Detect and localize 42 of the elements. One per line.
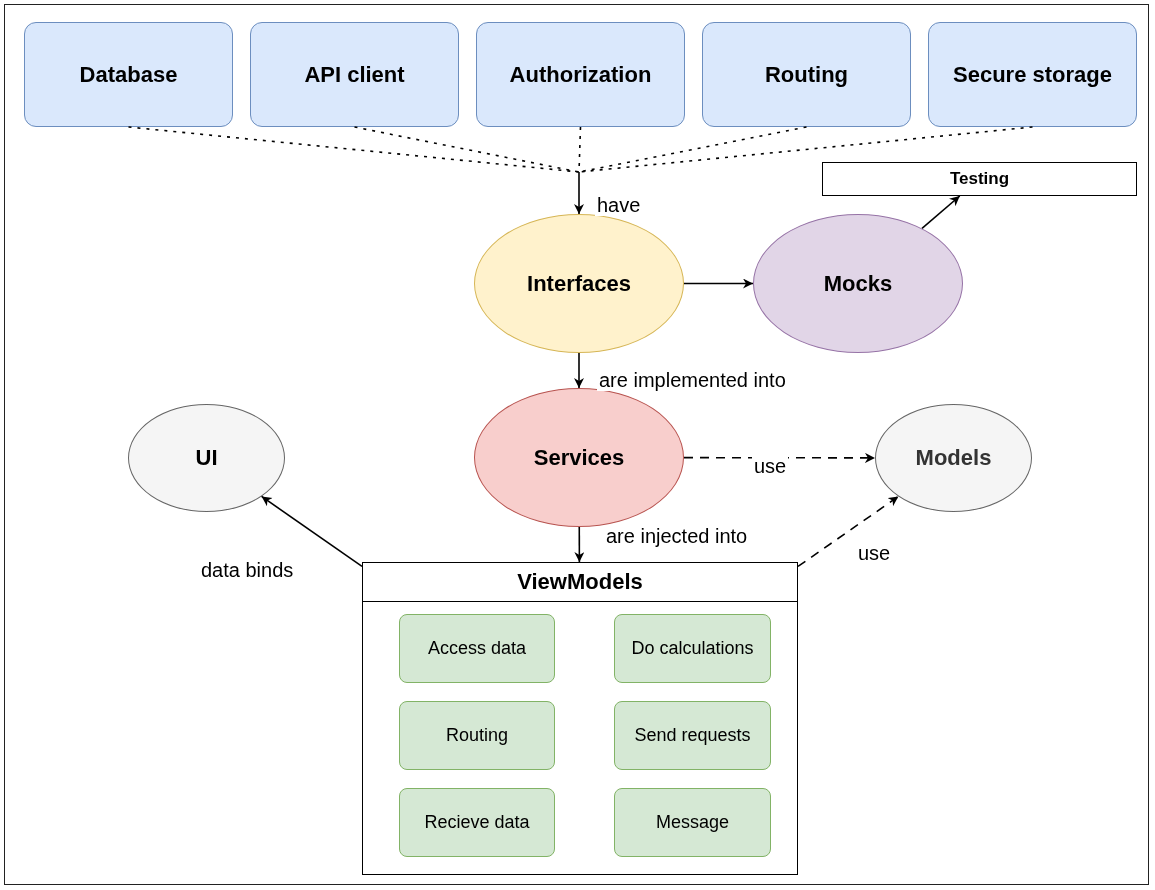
arrow <box>574 526 585 563</box>
task-box <box>614 788 771 857</box>
node-label: Database <box>79 61 178 88</box>
node-label: Models <box>915 445 992 471</box>
component-box <box>928 22 1137 127</box>
edge-label: are injected into <box>604 525 750 547</box>
task-box <box>614 614 771 683</box>
node-label: Services <box>533 444 625 471</box>
arrow <box>574 171 584 215</box>
task-box <box>399 614 555 683</box>
container-title: ViewModels <box>517 569 643 595</box>
task-box <box>399 701 555 770</box>
arrow <box>574 352 584 389</box>
node-label: Recieve data <box>424 812 530 833</box>
node-label: API client <box>304 61 405 88</box>
component-box <box>476 22 685 127</box>
node-label: Mocks <box>823 270 893 297</box>
task-box <box>614 701 771 770</box>
node-label: Send requests <box>634 725 751 746</box>
component-box <box>702 22 911 127</box>
group-container <box>362 562 798 875</box>
node-label: Testing <box>949 169 1010 189</box>
tag-box <box>822 162 1137 196</box>
node-label: Do calculations <box>631 638 754 659</box>
dotted-connector <box>353 126 580 173</box>
edge-label: have <box>595 194 643 216</box>
arrow <box>260 495 363 568</box>
node-label: UI <box>195 445 218 471</box>
component-box <box>24 22 233 127</box>
node-label: Interfaces <box>527 270 631 297</box>
task-box <box>399 788 555 857</box>
node-label: Secure storage <box>953 61 1112 88</box>
component-box <box>250 22 459 127</box>
arrow <box>797 495 900 568</box>
node-label: Message <box>655 812 729 833</box>
edge-label: are implemented into <box>597 369 788 391</box>
arrow <box>921 195 961 230</box>
node-label: Authorization <box>509 61 652 88</box>
node-label: Routing <box>445 725 508 746</box>
node-label: Routing <box>764 61 849 88</box>
arrow <box>683 278 754 289</box>
node-label: Access data <box>427 638 527 659</box>
